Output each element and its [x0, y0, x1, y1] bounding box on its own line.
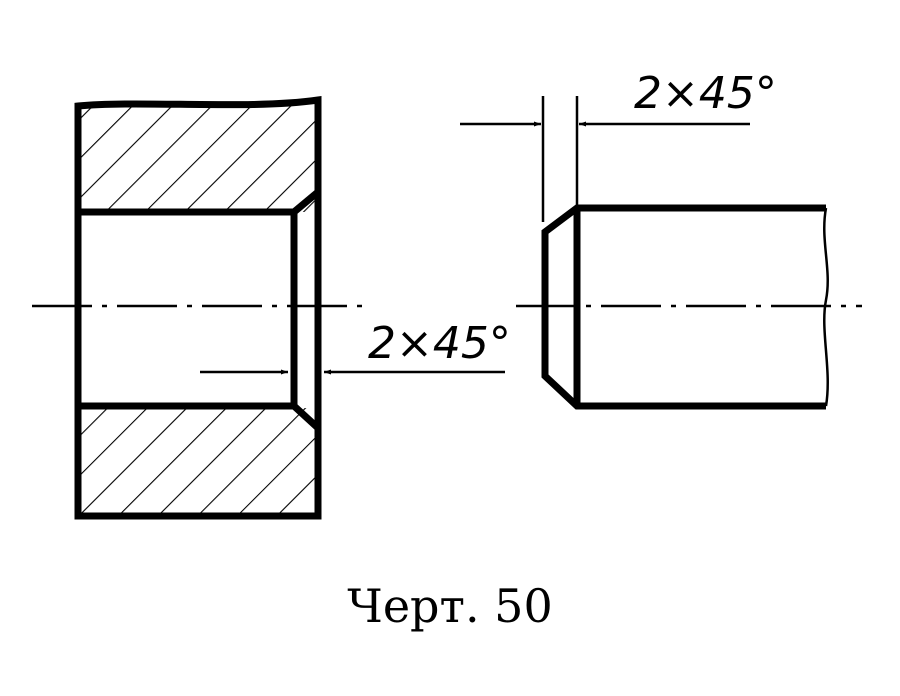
hole-chamfer-label: 2×45°	[368, 318, 511, 369]
hatch-bottom	[78, 408, 318, 516]
hole-section-view: 2×45°	[32, 95, 511, 520]
hatch-top	[78, 104, 318, 212]
shaft-break-line	[823, 207, 829, 407]
shaft-view: 2×45°	[460, 68, 862, 410]
chamfer-bottom	[291, 403, 321, 431]
shaft-outline	[541, 204, 826, 410]
chamfer-top	[291, 189, 321, 215]
figure-caption: Черт. 50	[347, 579, 552, 633]
shaft-chamfer-label: 2×45°	[634, 68, 777, 119]
part-outline	[74, 95, 322, 520]
